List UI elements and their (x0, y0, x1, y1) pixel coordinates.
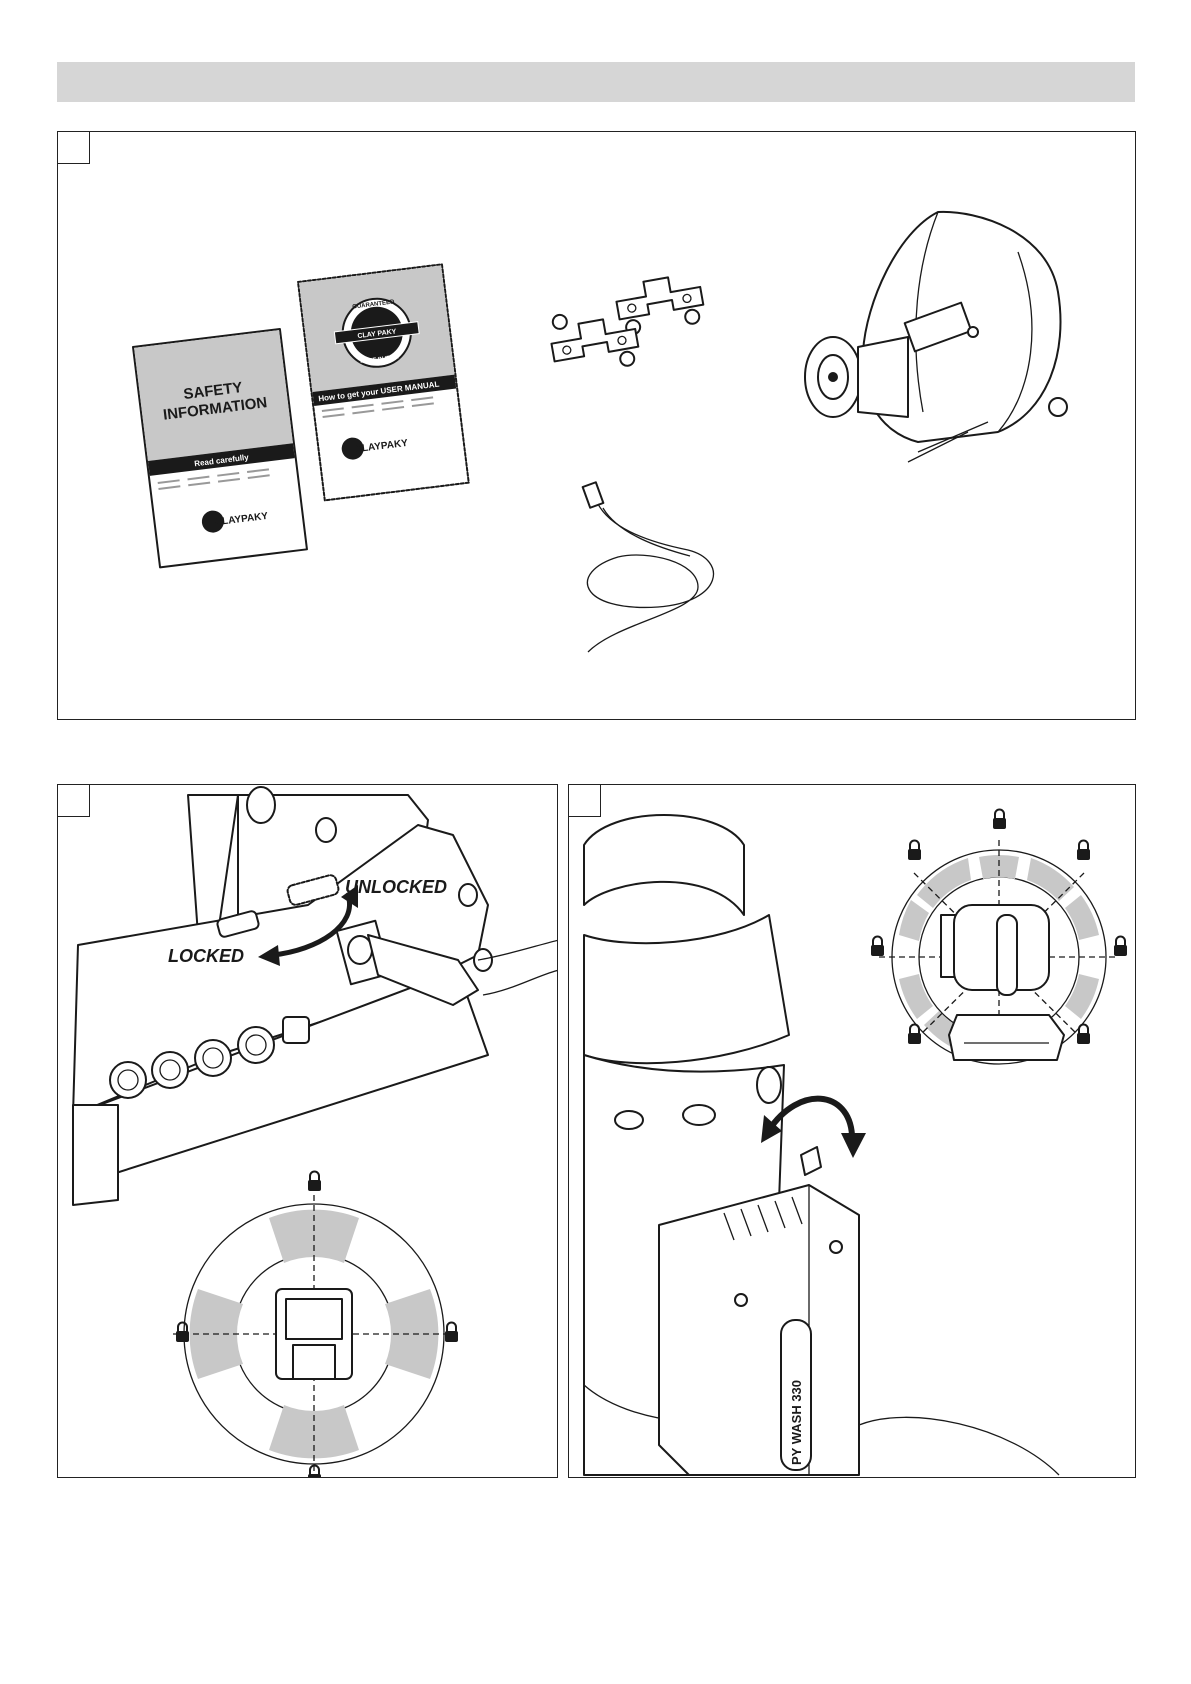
lock-mechanism-panel: UNLOCKED LOCKED (57, 784, 558, 1478)
padlock-icon (445, 1323, 458, 1343)
section-header-bar (57, 62, 1135, 102)
padlock-icon (1077, 1025, 1090, 1045)
safety-information-booklet: SAFETY INFORMATION Read carefully CLAYPA… (133, 329, 307, 567)
fixture-illustration: PY WASH 330 (569, 785, 1136, 1478)
fixture-lock-panel: PY WASH 330 (568, 784, 1136, 1478)
padlock-icon (1114, 937, 1127, 957)
power-cable-illustration (583, 482, 714, 652)
lock-position-diagram (173, 1172, 458, 1479)
lock-mechanism-illustration: UNLOCKED LOCKED (58, 785, 558, 1478)
package-contents-panel: GUARANTEED CLAY PAKY MADE IN ITALY How t… (57, 131, 1136, 720)
padlock-icon (908, 1025, 921, 1045)
user-manual-booklet: GUARANTEED CLAY PAKY MADE IN ITALY How t… (298, 264, 469, 500)
unlocked-label: UNLOCKED (345, 877, 447, 897)
padlock-icon (993, 810, 1006, 830)
padlock-icon (908, 841, 921, 861)
tilt-lock-diagram (871, 810, 1127, 1065)
model-text: PY WASH 330 (789, 1380, 804, 1465)
padlock-icon (1077, 841, 1090, 861)
lamp-illustration (805, 212, 1067, 462)
padlock-icon (308, 1172, 321, 1192)
padlock-icon (176, 1323, 189, 1343)
booklets-illustration: GUARANTEED CLAY PAKY MADE IN ITALY How t… (58, 132, 1136, 720)
omega-brackets-illustration (547, 272, 706, 378)
padlock-icon (871, 937, 884, 957)
locked-label: LOCKED (168, 946, 244, 966)
